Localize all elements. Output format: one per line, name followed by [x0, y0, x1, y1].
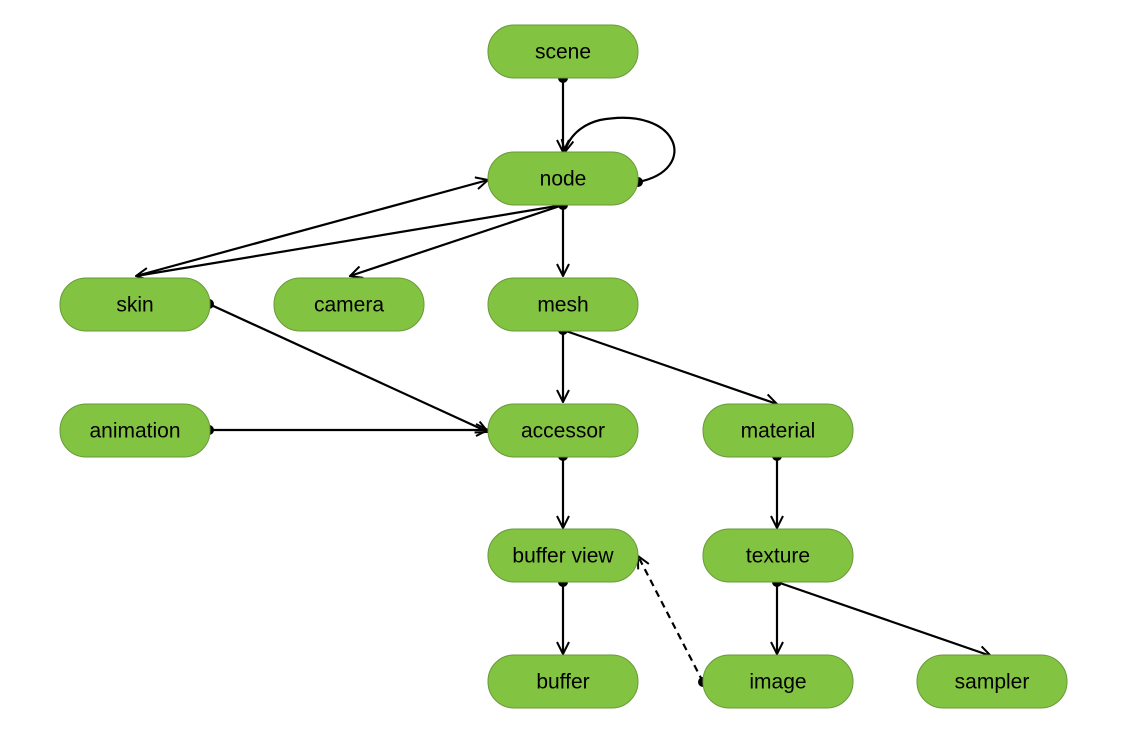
edge-image-bufferview: [638, 556, 704, 683]
node-sampler-label: sampler: [955, 671, 1030, 694]
node-image-box: [702, 654, 854, 709]
edge-skin-accessor: [208, 303, 488, 432]
node-accessor-box: [487, 403, 639, 458]
node-buffer-box: [487, 654, 639, 709]
node-image: image: [702, 654, 854, 709]
edge-mesh-material: [562, 328, 777, 404]
node-skin-box: [59, 277, 211, 332]
node-material-box: [702, 403, 854, 458]
node-sampler-box: [916, 654, 1068, 709]
node-accessor: accessor: [487, 403, 639, 458]
node-buffer-view: buffer view: [487, 528, 639, 583]
node-scene: scene: [487, 24, 639, 79]
node-material-label: material: [741, 420, 816, 443]
nodes-layer: scene node skin camera mesh animation ac…: [59, 24, 1068, 709]
node-node: node: [487, 151, 639, 206]
node-camera-label: camera: [314, 294, 384, 317]
edge-node-self: [565, 116, 676, 184]
node-material: material: [702, 403, 854, 458]
edge-node-camera: [350, 203, 564, 276]
node-scene-box: [487, 24, 639, 79]
node-animation-box: [59, 403, 211, 458]
node-buffer-view-label: buffer view: [512, 545, 614, 568]
node-skin-label: skin: [116, 294, 153, 317]
node-camera: camera: [273, 277, 425, 332]
node-sampler: sampler: [916, 654, 1068, 709]
node-mesh-label: mesh: [537, 294, 588, 317]
node-buffer-view-box: [487, 528, 639, 583]
edge-node-skin: [136, 203, 564, 276]
node-scene-label: scene: [535, 41, 591, 64]
edge-skin-node: [135, 180, 488, 278]
edge-texture-sampler: [776, 580, 991, 656]
node-image-label: image: [749, 671, 806, 694]
node-buffer-label: buffer: [536, 671, 589, 694]
node-animation: animation: [59, 403, 211, 458]
node-accessor-label: accessor: [521, 420, 605, 443]
node-node-box: [487, 151, 639, 206]
node-texture-label: texture: [746, 545, 810, 568]
node-animation-label: animation: [89, 420, 180, 443]
node-camera-box: [273, 277, 425, 332]
node-texture-box: [702, 528, 854, 583]
node-skin: skin: [59, 277, 211, 332]
node-texture: texture: [702, 528, 854, 583]
node-mesh: mesh: [487, 277, 639, 332]
node-buffer: buffer: [487, 654, 639, 709]
node-node-label: node: [540, 168, 587, 191]
node-mesh-box: [487, 277, 639, 332]
